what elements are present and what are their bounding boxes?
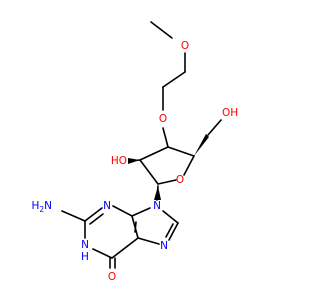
- wedge-c1-n9: [154, 186, 161, 200]
- bond-c4-c5-inner: [134, 221, 137, 233]
- atom-n7: N: [160, 240, 168, 252]
- atom-methoxy-o: O: [181, 40, 189, 52]
- atom-n1-h: H: [81, 251, 89, 263]
- atom-n1: N: [81, 239, 89, 251]
- atom-hydroxymethyl-oh: OH: [222, 107, 238, 119]
- bond-n3-c2: [84, 207, 103, 222]
- stereo-wedges: [128, 134, 209, 200]
- bond-c5-oh: [207, 119, 222, 136]
- bond-n9-c8: [162, 210, 179, 224]
- bond-c3-c4: [167, 146, 195, 157]
- bond-c4-n9: [131, 207, 151, 217]
- bond-c2-c3: [139, 146, 169, 161]
- bond-c8-n7: [168, 222, 179, 241]
- bond-methyl: [150, 21, 173, 39]
- wedge-c2-oh: [128, 158, 140, 164]
- bonds: [61, 21, 222, 269]
- bond-ch2-ch2: [162, 71, 186, 88]
- bond-n1-c6: [92, 248, 113, 259]
- bond-c4-n3: [112, 205, 133, 217]
- bond-c1-c2: [139, 159, 159, 185]
- bond-c2-nh2: [61, 210, 86, 222]
- atom-ring-hydroxyl: HO: [111, 155, 127, 167]
- atom-amino: H2N: [31, 200, 52, 214]
- atom-n3: N: [103, 200, 111, 212]
- bond-c8-n7-inner: [165, 223, 174, 238]
- bond-oring-c1: [157, 179, 177, 185]
- bond-c6-c5: [111, 237, 139, 259]
- molecule-structure: O O OH HO O N N N N H H2N O: [31, 21, 238, 283]
- bond-oether-c3: [162, 127, 169, 148]
- bond-n7-c5: [137, 237, 160, 245]
- atom-ether-o: O: [159, 113, 167, 125]
- wedge-c4-c5: [194, 134, 209, 156]
- atom-ring-o: O: [176, 174, 184, 186]
- atom-labels: O O OH HO O N N N N H H2N O: [31, 40, 238, 283]
- bond-c4-oring: [183, 155, 195, 176]
- bond-n3-c2-inner: [89, 213, 104, 225]
- atom-n9: N: [153, 200, 161, 212]
- atom-carbonyl-o: O: [108, 271, 116, 283]
